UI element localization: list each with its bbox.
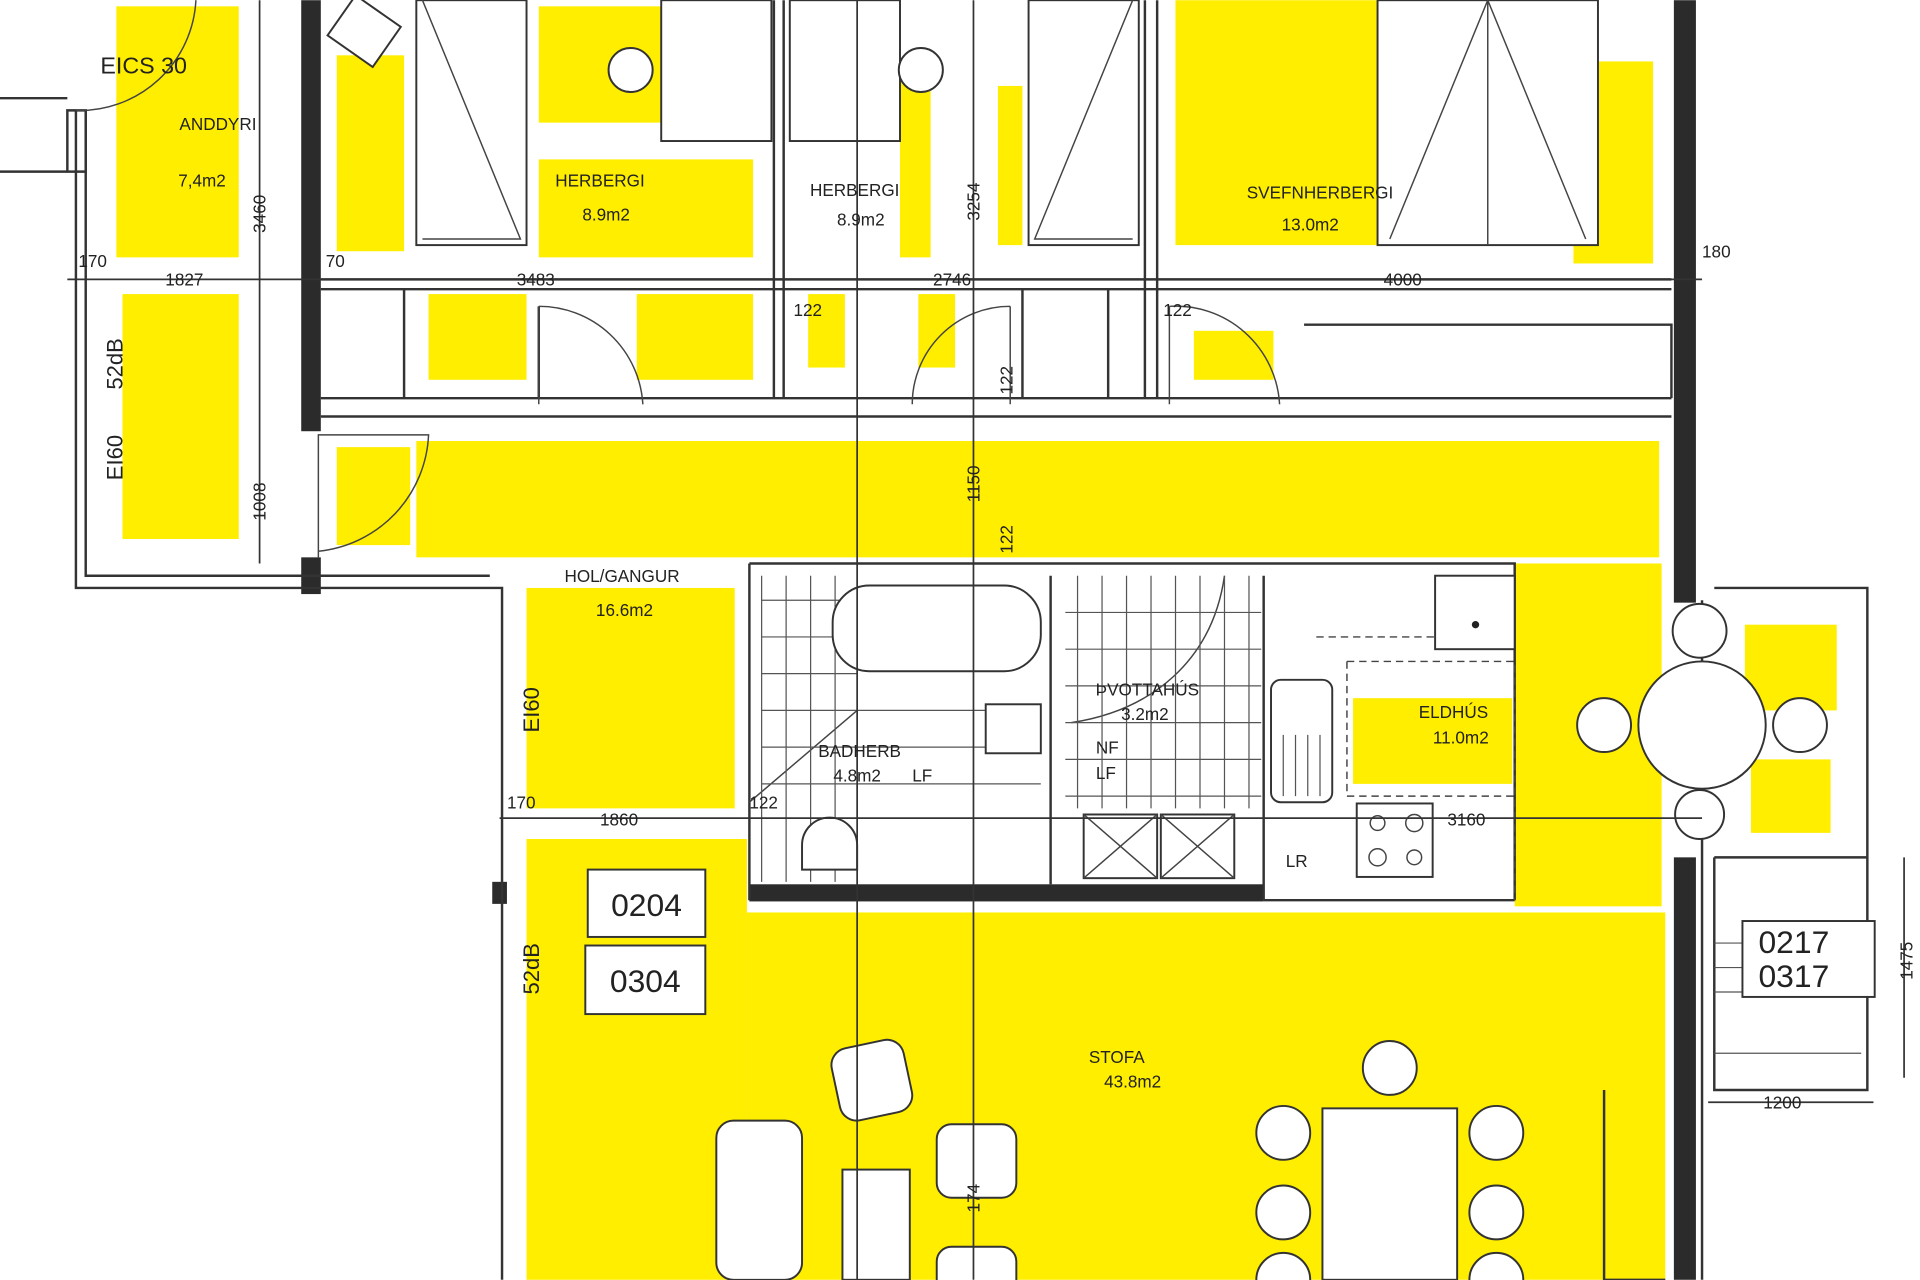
room-name-herbergi-2: HERBERGI [810, 180, 899, 200]
room-labels: ANDDYRI 7,4m2 HERBERGI 8.9m2 HERBERGI 8.… [178, 114, 1489, 1092]
room-area-eldhus: 11.0m2 [1433, 727, 1489, 747]
unit-number-0217: 0217 [1758, 924, 1829, 960]
fire-rating-door: EICS 30 [100, 53, 187, 79]
dimension-label: 1827 [165, 270, 203, 290]
room-name-svefnherbergi: SVEFNHERBERGI [1247, 183, 1394, 203]
dimension-label: 170 [78, 251, 107, 271]
sound-rating-wall-top: 52dB [102, 338, 127, 389]
room-area-herbergi-2: 8.9m2 [837, 210, 885, 230]
unit-numbers: 0204 0304 0217 0317 [584, 868, 1876, 1016]
dimension-label: 1008 [250, 483, 270, 521]
fixture-labels: LR NF LF LF [912, 737, 1307, 871]
furniture-bedrooms [326, 0, 1599, 247]
dimension-label: 122 [793, 300, 822, 320]
sound-rating-wall-mid: 52dB [519, 943, 544, 994]
fire-rating-wall-top: EI60 [102, 435, 127, 480]
room-name-andyri: ANDDYRI [179, 114, 256, 134]
dimension-label: 70 [326, 251, 345, 271]
dimension-label: 1475 [1897, 942, 1917, 980]
structural-walls [301, 0, 1696, 1280]
room-area-herbergi-1: 8.9m2 [582, 205, 630, 225]
dimension-label: 170 [507, 792, 536, 812]
dimension-label: 3254 [964, 182, 984, 221]
dimension-label: 180 [1702, 241, 1731, 261]
dimension-labels: 170 1827 70 3483 2746 4000 180 3460 3254… [78, 182, 1916, 1212]
unit-number-0304: 0304 [610, 963, 681, 999]
room-name-thvottahus: ÞVOTTAHÚS [1096, 680, 1199, 700]
dimension-label: 174 [964, 1183, 984, 1212]
room-name-eldhus: ELDHÚS [1419, 702, 1488, 722]
dimension-label: 122 [749, 792, 778, 812]
room-area-andyri: 7,4m2 [178, 170, 226, 190]
room-area-hol: 16.6m2 [596, 600, 653, 620]
dimension-label: 4000 [1384, 270, 1422, 290]
room-area-svefnherbergi: 13.0m2 [1282, 214, 1339, 234]
kitchen-fixtures [1270, 574, 1516, 901]
dimension-label: 3483 [517, 270, 555, 290]
room-area-badherb: 4.8m2 [833, 765, 881, 785]
room-name-stofa: STOFA [1089, 1047, 1145, 1067]
dimension-label: 1150 [964, 465, 984, 502]
bathroom-fixtures [761, 575, 1262, 882]
rating-labels: EICS 30 52dB EI60 EI60 52dB [100, 53, 543, 995]
dimension-label: 122 [997, 525, 1017, 554]
dimension-label: 2746 [933, 270, 971, 290]
dimension-label: 1860 [600, 810, 638, 830]
fixture-label-lf-bath: LF [912, 765, 932, 785]
room-name-herbergi-1: HERBERGI [555, 170, 644, 190]
room-name-hol: HOL/GANGUR [564, 566, 679, 586]
room-name-badherb: BADHERB [818, 741, 901, 761]
fixture-label-lr: LR [1286, 851, 1308, 871]
room-area-thvottahus: 3.2m2 [1121, 704, 1169, 724]
unit-number-0317: 0317 [1758, 958, 1829, 994]
fixture-label-nf: NF [1096, 737, 1119, 757]
unit-number-0204: 0204 [611, 887, 682, 923]
dimension-lines [67, 0, 1905, 1280]
dimension-label: 122 [997, 366, 1017, 395]
dimension-label: 3160 [1447, 810, 1485, 830]
room-area-stofa: 43.8m2 [1104, 1072, 1161, 1092]
fire-rating-wall-mid: EI60 [519, 687, 544, 732]
doors [75, 0, 1281, 803]
highlighted-floor-areas [116, 0, 1837, 1280]
dimension-label: 3460 [250, 195, 270, 233]
dimension-label: 122 [1163, 300, 1192, 320]
dimension-label: 1200 [1763, 1092, 1801, 1112]
fixture-label-lf-laundry: LF [1096, 763, 1116, 783]
